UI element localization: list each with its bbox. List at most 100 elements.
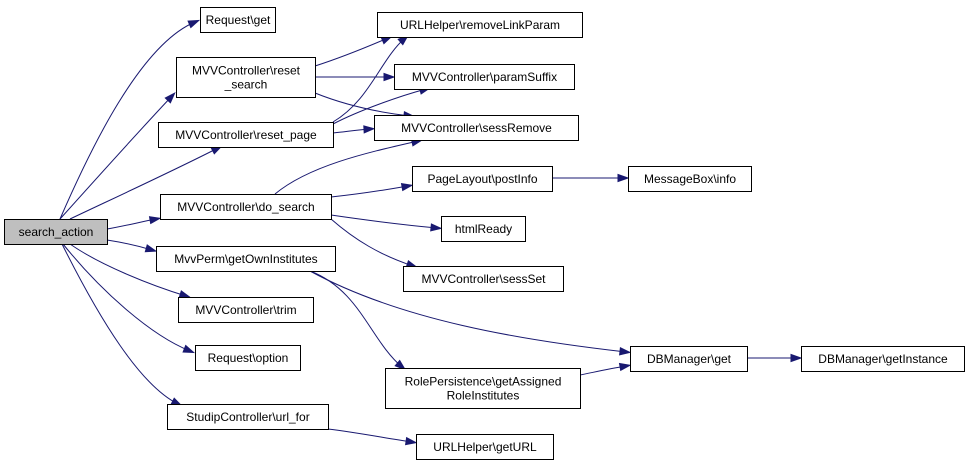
edge-get_own_institutes-to-db_get <box>309 270 632 356</box>
node-sess-set[interactable]: MVVController\sessSet <box>403 266 564 292</box>
edges-layer <box>59 19 803 446</box>
node-label: RolePersistence\getAssigned <box>405 375 562 389</box>
node-box <box>630 346 748 372</box>
edge-arrowhead <box>617 173 630 183</box>
node-label: MVVController\reset_page <box>175 128 317 142</box>
node-db-get-instance[interactable]: DBManager\getInstance <box>801 346 965 372</box>
edge-line <box>330 214 438 229</box>
node-db-get[interactable]: DBManager\get <box>630 346 748 372</box>
edge-line <box>61 243 179 405</box>
node-remove-link-param[interactable]: URLHelper\removeLinkParam <box>377 12 583 38</box>
node-sess-remove[interactable]: MVVController\sessRemove <box>374 115 579 141</box>
edge-reset_search-to-param_suffix <box>314 72 396 82</box>
edge-line <box>59 21 196 220</box>
edge-line <box>314 92 411 117</box>
node-label: URLHelper\getURL <box>433 440 537 454</box>
node-box <box>4 219 108 245</box>
edge-get_own_institutes-to-get_assigned_role_institutes <box>309 270 407 371</box>
nodes-layer: search_action Request\getMVVController\re… <box>4 7 965 460</box>
node-box <box>156 246 336 272</box>
node-label: Request\option <box>208 351 289 365</box>
node-get-url[interactable]: URLHelper\getURL <box>416 434 554 460</box>
node-label: DBManager\getInstance <box>818 352 948 366</box>
node-label: PageLayout\postInfo <box>427 172 537 186</box>
edge-do_search-to-sess_set <box>330 218 419 268</box>
node-box <box>167 404 329 430</box>
edge-url_for-to-get_url <box>327 428 418 446</box>
node-reset-search[interactable]: MVVController\reset_search <box>176 57 316 98</box>
node-box <box>178 297 314 323</box>
node-box <box>403 266 564 292</box>
node-url-for[interactable]: StudipController\url_for <box>167 404 329 430</box>
node-box <box>195 345 301 371</box>
node-box <box>200 7 276 33</box>
edge-search_action-to-trim <box>69 243 192 299</box>
node-label: MvvPerm\getOwnInstitutes <box>174 252 317 266</box>
edge-line <box>579 365 627 376</box>
edge-arrowhead <box>148 216 162 225</box>
edge-line <box>330 218 414 267</box>
node-label: URLHelper\removeLinkParam <box>400 18 560 32</box>
edge-do_search-to-post_info <box>330 182 414 198</box>
edge-arrowhead <box>790 353 803 363</box>
edge-line <box>59 95 173 220</box>
node-label: MVVController\do_search <box>177 200 314 214</box>
edge-arrowhead <box>430 223 443 232</box>
node-get-own-institutes[interactable]: MvvPerm\getOwnInstitutes <box>156 246 336 272</box>
edge-line <box>106 239 153 251</box>
edge-search_action-to-get_own_institutes <box>106 239 158 253</box>
node-post-info[interactable]: PageLayout\postInfo <box>412 166 553 192</box>
edge-reset_page-to-sess_remove <box>332 125 376 134</box>
node-label: MVVController\sessRemove <box>401 121 552 135</box>
node-reset-page[interactable]: MVVController\reset_page <box>158 122 334 148</box>
node-request-get[interactable]: Request\get <box>200 7 276 33</box>
node-label: htmlReady <box>455 222 512 236</box>
node-box <box>377 12 583 38</box>
edge-line <box>69 243 187 297</box>
node-box <box>385 368 581 409</box>
node-html-ready[interactable]: htmlReady <box>441 216 526 242</box>
node-box <box>394 64 575 90</box>
node-label: Request\get <box>206 13 271 27</box>
node-message-box-info[interactable]: MessageBox\info <box>628 166 752 192</box>
node-box <box>441 216 526 242</box>
node-box <box>801 346 965 372</box>
node-do-search[interactable]: MVVController\do_search <box>160 194 332 220</box>
edge-do_search-to-html_ready <box>330 214 443 232</box>
edge-arrowhead <box>394 359 407 371</box>
node-label: search_action <box>19 225 94 239</box>
edge-line <box>314 37 389 67</box>
node-label: _search <box>224 78 268 92</box>
node-box <box>176 57 316 98</box>
edge-arrowhead <box>619 347 632 356</box>
edge-line <box>62 243 191 352</box>
node-label: MessageBox\info <box>644 172 736 186</box>
edge-search_action-to-request_option <box>62 243 196 354</box>
node-box <box>158 122 334 148</box>
edge-search_action-to-request_get <box>59 19 201 220</box>
edge-arrowhead <box>400 182 414 192</box>
node-get-assigned-role-institutes[interactable]: RolePersistence\getAssignedRoleInstitute… <box>385 368 581 409</box>
edge-line <box>274 140 419 195</box>
edge-line <box>309 270 627 353</box>
node-label: StudipController\url_for <box>186 410 309 424</box>
node-param-suffix[interactable]: MVVController\paramSuffix <box>394 64 575 90</box>
node-trim[interactable]: MVVController\trim <box>178 297 314 323</box>
node-request-option[interactable]: Request\option <box>195 345 301 371</box>
edge-arrowhead <box>182 344 196 354</box>
edge-line <box>309 270 403 368</box>
edge-db_get-to-db_get_instance <box>747 353 803 363</box>
edge-arrowhead <box>187 19 201 29</box>
edge-post_info-to-message_box_info <box>552 173 630 183</box>
node-box <box>374 115 579 141</box>
node-label: MVVController\paramSuffix <box>412 70 557 84</box>
edge-arrowhead <box>164 91 176 104</box>
node-search-action[interactable]: search_action <box>4 219 108 245</box>
edge-search_action-to-do_search <box>106 216 162 230</box>
edge-arrowhead <box>618 362 632 372</box>
node-box <box>416 434 554 460</box>
edge-arrowhead <box>383 72 396 82</box>
edge-arrowhead <box>363 125 376 134</box>
edge-line <box>332 37 406 123</box>
